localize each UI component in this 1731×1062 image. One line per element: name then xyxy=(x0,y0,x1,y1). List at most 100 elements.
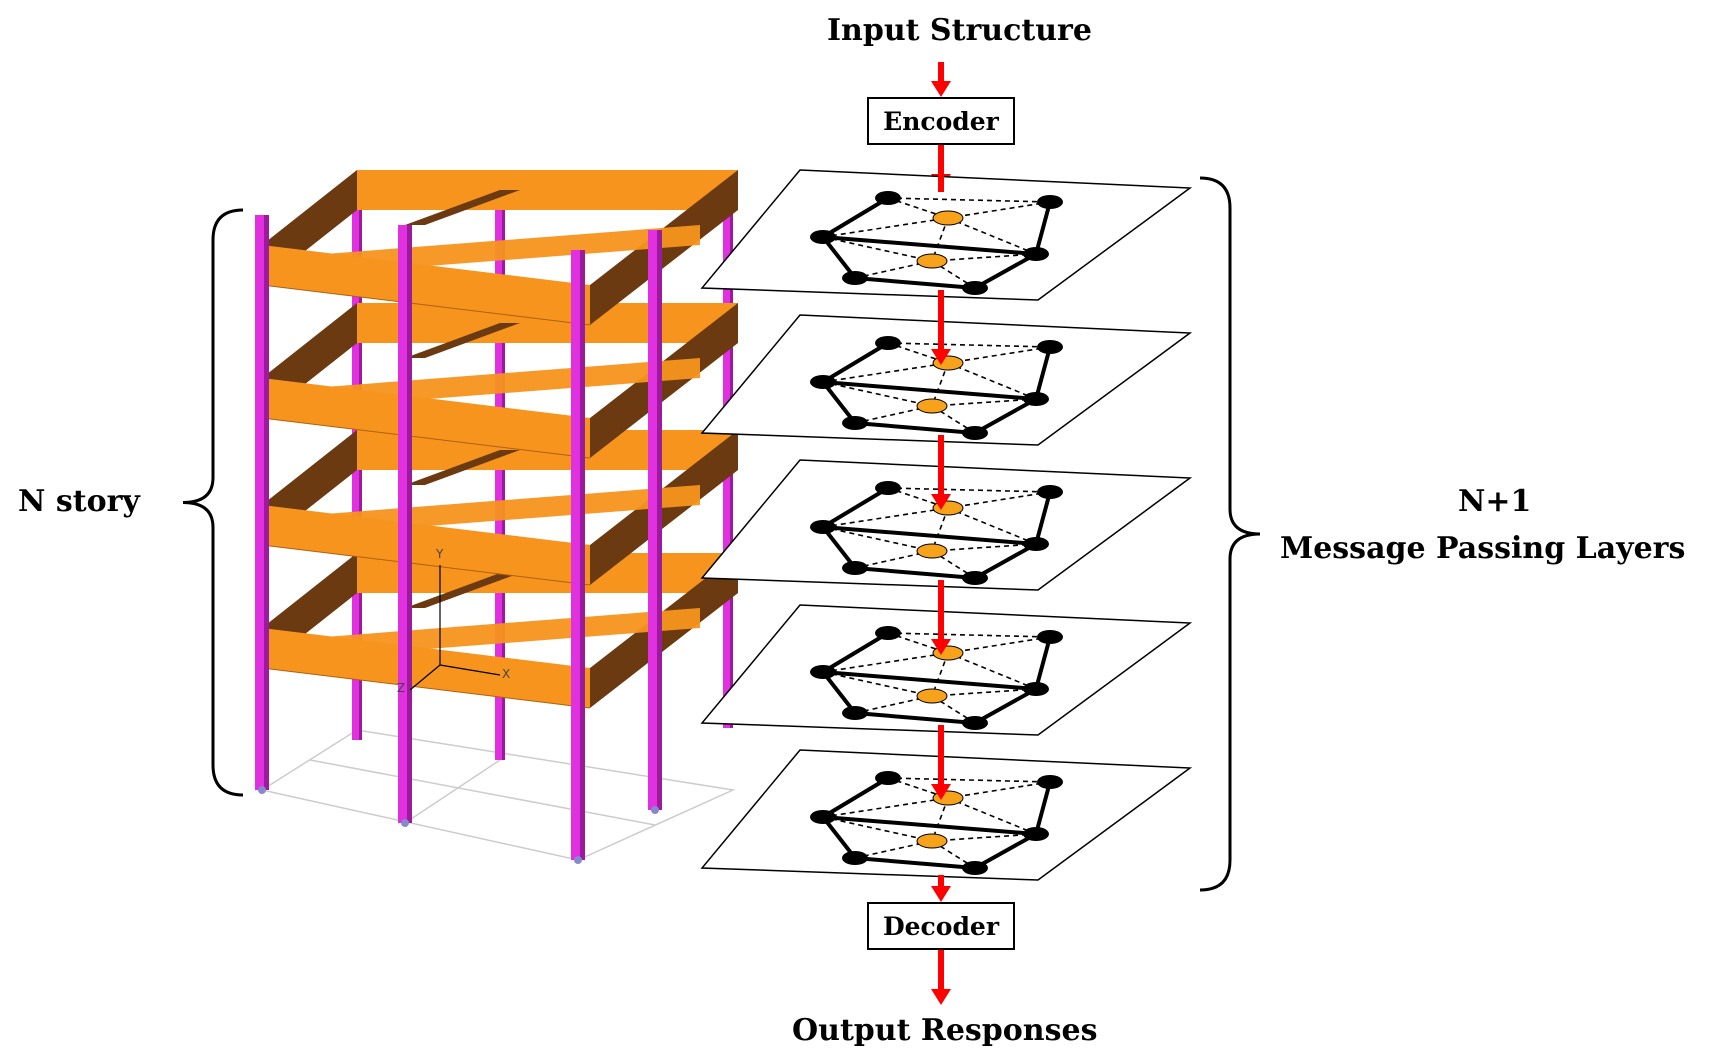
message-edge xyxy=(822,816,933,842)
message-edge xyxy=(822,652,949,673)
graph-edge xyxy=(822,670,1037,691)
graph-node xyxy=(810,810,836,824)
front-beam xyxy=(262,505,590,585)
graph-node xyxy=(1037,340,1063,354)
graph-edge xyxy=(821,631,890,674)
graph-edge xyxy=(974,252,1037,290)
graph-node xyxy=(810,230,836,244)
support xyxy=(574,856,582,864)
graph-node xyxy=(1037,195,1063,209)
layer-plane xyxy=(700,749,1193,881)
graph-layer xyxy=(700,314,1193,446)
graph-node xyxy=(962,861,988,875)
axis-label: Z xyxy=(397,681,405,695)
axis-label: X xyxy=(502,667,510,681)
encoder-box: Encoder xyxy=(867,97,1015,145)
front-columns xyxy=(255,215,662,864)
message-edge xyxy=(887,342,1051,348)
graph-node xyxy=(1023,392,1049,406)
message-edge xyxy=(822,507,949,528)
graph-node xyxy=(842,561,868,575)
graph-edge xyxy=(854,711,976,725)
message-edge xyxy=(822,362,949,383)
graph-edge xyxy=(821,486,890,529)
graph-edge xyxy=(821,815,857,860)
back-beam xyxy=(357,170,738,210)
aggregate-node xyxy=(916,833,948,849)
graph-edge xyxy=(1034,346,1052,400)
graph-node xyxy=(875,191,901,205)
message-edge xyxy=(822,671,933,697)
column xyxy=(495,200,505,760)
floor xyxy=(261,303,738,459)
layers-name-label: Message Passing Layers xyxy=(1280,531,1686,566)
graph-node xyxy=(842,416,868,430)
layers-count-label: N+1 xyxy=(1458,484,1532,519)
message-passing-flow xyxy=(700,62,1193,1005)
cross-beam xyxy=(405,190,520,225)
message-edge xyxy=(887,487,1051,493)
message-edge xyxy=(947,652,1037,690)
graph-edge xyxy=(854,856,976,870)
arrow-output-head xyxy=(931,989,951,1005)
message-edge xyxy=(947,797,1037,835)
floor-beams xyxy=(261,170,738,709)
aggregate-node xyxy=(916,253,948,269)
graph-edge xyxy=(821,776,890,819)
beam-edge xyxy=(261,284,591,326)
graph-layer xyxy=(700,604,1193,736)
graph-edge xyxy=(821,341,890,384)
message-edge xyxy=(887,632,1051,638)
graph-node xyxy=(842,271,868,285)
building-frame: YXZ xyxy=(255,170,738,864)
graph-edge xyxy=(1034,201,1052,255)
graph-node xyxy=(875,626,901,640)
graph-node xyxy=(810,375,836,389)
graph-edge xyxy=(822,815,1037,836)
aggregate-node xyxy=(932,210,964,226)
braces xyxy=(182,176,1261,892)
message-edge xyxy=(822,797,949,818)
cross-beam xyxy=(405,573,520,608)
graph-edge xyxy=(821,670,857,715)
back-beam xyxy=(357,303,738,343)
layer-plane xyxy=(700,314,1193,446)
left-brace xyxy=(182,208,244,797)
ground-outline xyxy=(260,729,736,861)
column-edge xyxy=(580,250,585,860)
graph-layer xyxy=(700,749,1193,881)
message-edge xyxy=(822,381,933,407)
graph-edge xyxy=(854,276,976,290)
right-brace xyxy=(1199,176,1261,892)
axis-triad xyxy=(409,565,501,691)
aggregate-node xyxy=(916,688,948,704)
message-edge xyxy=(822,526,933,552)
graph-edge xyxy=(1034,781,1052,835)
graph-edge xyxy=(821,380,857,425)
arrow-layer-head xyxy=(931,494,951,510)
graph-node xyxy=(962,716,988,730)
graph-node xyxy=(1023,537,1049,551)
graph-node xyxy=(1023,247,1049,261)
support xyxy=(651,806,659,814)
message-edge xyxy=(887,197,1051,203)
graph-node xyxy=(810,665,836,679)
column-edge xyxy=(502,200,505,760)
graph-edge xyxy=(974,542,1037,580)
arrow-layer-head xyxy=(931,784,951,800)
front-beam xyxy=(262,628,590,708)
graph-edge xyxy=(974,397,1037,435)
graph-node xyxy=(1037,775,1063,789)
graph-edge xyxy=(822,380,1037,401)
graph-node xyxy=(875,336,901,350)
graph-node xyxy=(1023,827,1049,841)
support xyxy=(401,819,409,827)
cross-beam xyxy=(405,323,520,358)
layer-plane xyxy=(700,169,1193,301)
floor xyxy=(261,170,738,326)
message-edge xyxy=(947,362,1037,400)
ground-line xyxy=(309,759,656,826)
graph-layer xyxy=(700,459,1193,591)
support xyxy=(258,786,266,794)
front-beam xyxy=(262,378,590,458)
